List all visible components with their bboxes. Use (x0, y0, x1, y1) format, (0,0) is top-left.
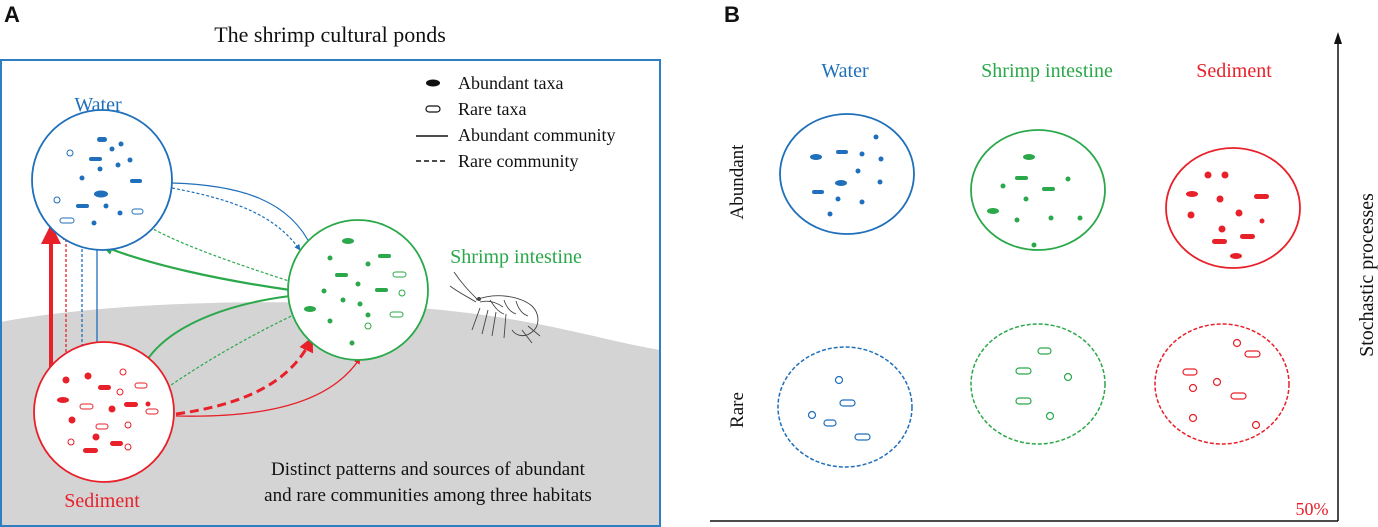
water-circle (31, 109, 173, 251)
rare-sediment-circle (1154, 323, 1290, 445)
legend-rare-community: Rare community (458, 151, 578, 171)
legend-rare-taxa: Rare taxa (458, 99, 526, 119)
abundant-water-taxa (810, 134, 884, 217)
panel-a-letter: A (4, 2, 20, 27)
legend-abundant-community: Abundant community (458, 125, 615, 145)
panel-a: A The shrimp cultural ponds Abundant tax… (0, 2, 661, 527)
legend: Abundant taxa Rare taxa Abundant communi… (416, 73, 615, 171)
pond-border (0, 59, 661, 527)
panel-b: B Stochastic processes 50% Water Shrimp … (710, 2, 1378, 522)
arrow-shrimp-to-water-rare (147, 225, 293, 283)
abundant-shrimp-circle (970, 129, 1106, 251)
rare-sediment-taxa (1182, 338, 1261, 430)
arrow-sediment-to-shrimp-abundant (175, 357, 361, 417)
y-axis-label: Stochastic processes (1356, 193, 1378, 357)
row-label-rare: Rare (727, 392, 748, 428)
corner-value: 50% (1296, 499, 1329, 519)
arrow-shrimp-to-water-abundant (101, 244, 291, 292)
abundant-water-circle (779, 113, 915, 235)
y-axis-arrowhead (1334, 32, 1342, 44)
sediment-circle (33, 341, 175, 483)
arrow-sediment-to-shrimp-rare (175, 336, 314, 416)
abundant-taxa-icon (426, 79, 440, 87)
sediment-taxa (57, 368, 159, 453)
column-header-shrimp: Shrimp intestine (981, 60, 1113, 82)
rare-shrimp-circle (970, 323, 1106, 445)
sediment-ground (0, 302, 660, 527)
rare-shrimp-taxa (1015, 347, 1073, 421)
shrimp-intestine-circle (287, 219, 429, 361)
shrimp-intestine-label: Shrimp intestine (450, 246, 582, 268)
row-label-abundant: Abundant (727, 144, 748, 220)
caption-line-1: Distinct patterns and sources of abundan… (271, 459, 586, 480)
panel-b-letter: B (724, 2, 740, 27)
shrimp-taxa (304, 238, 407, 346)
arrow-water-to-shrimp-rare (171, 187, 301, 251)
rare-taxa-icon (425, 105, 441, 113)
legend-abundant-taxa: Abundant taxa (458, 73, 563, 93)
caption-line-2: and rare communities among three habitat… (264, 485, 592, 506)
column-header-water: Water (821, 60, 869, 82)
shrimp-illustration (449, 271, 541, 344)
column-header-sediment: Sediment (1196, 60, 1272, 82)
rare-water-circle (777, 346, 913, 468)
sediment-label: Sediment (64, 490, 140, 512)
abundant-sediment-circle (1165, 147, 1301, 269)
abundant-sediment-taxa (1186, 171, 1269, 259)
arrow-water-to-shrimp-abundant (171, 182, 313, 249)
water-taxa (53, 137, 144, 226)
rare-water-taxa (807, 375, 871, 441)
abundant-shrimp-taxa (987, 154, 1083, 248)
pond-title: The shrimp cultural ponds (214, 22, 446, 47)
